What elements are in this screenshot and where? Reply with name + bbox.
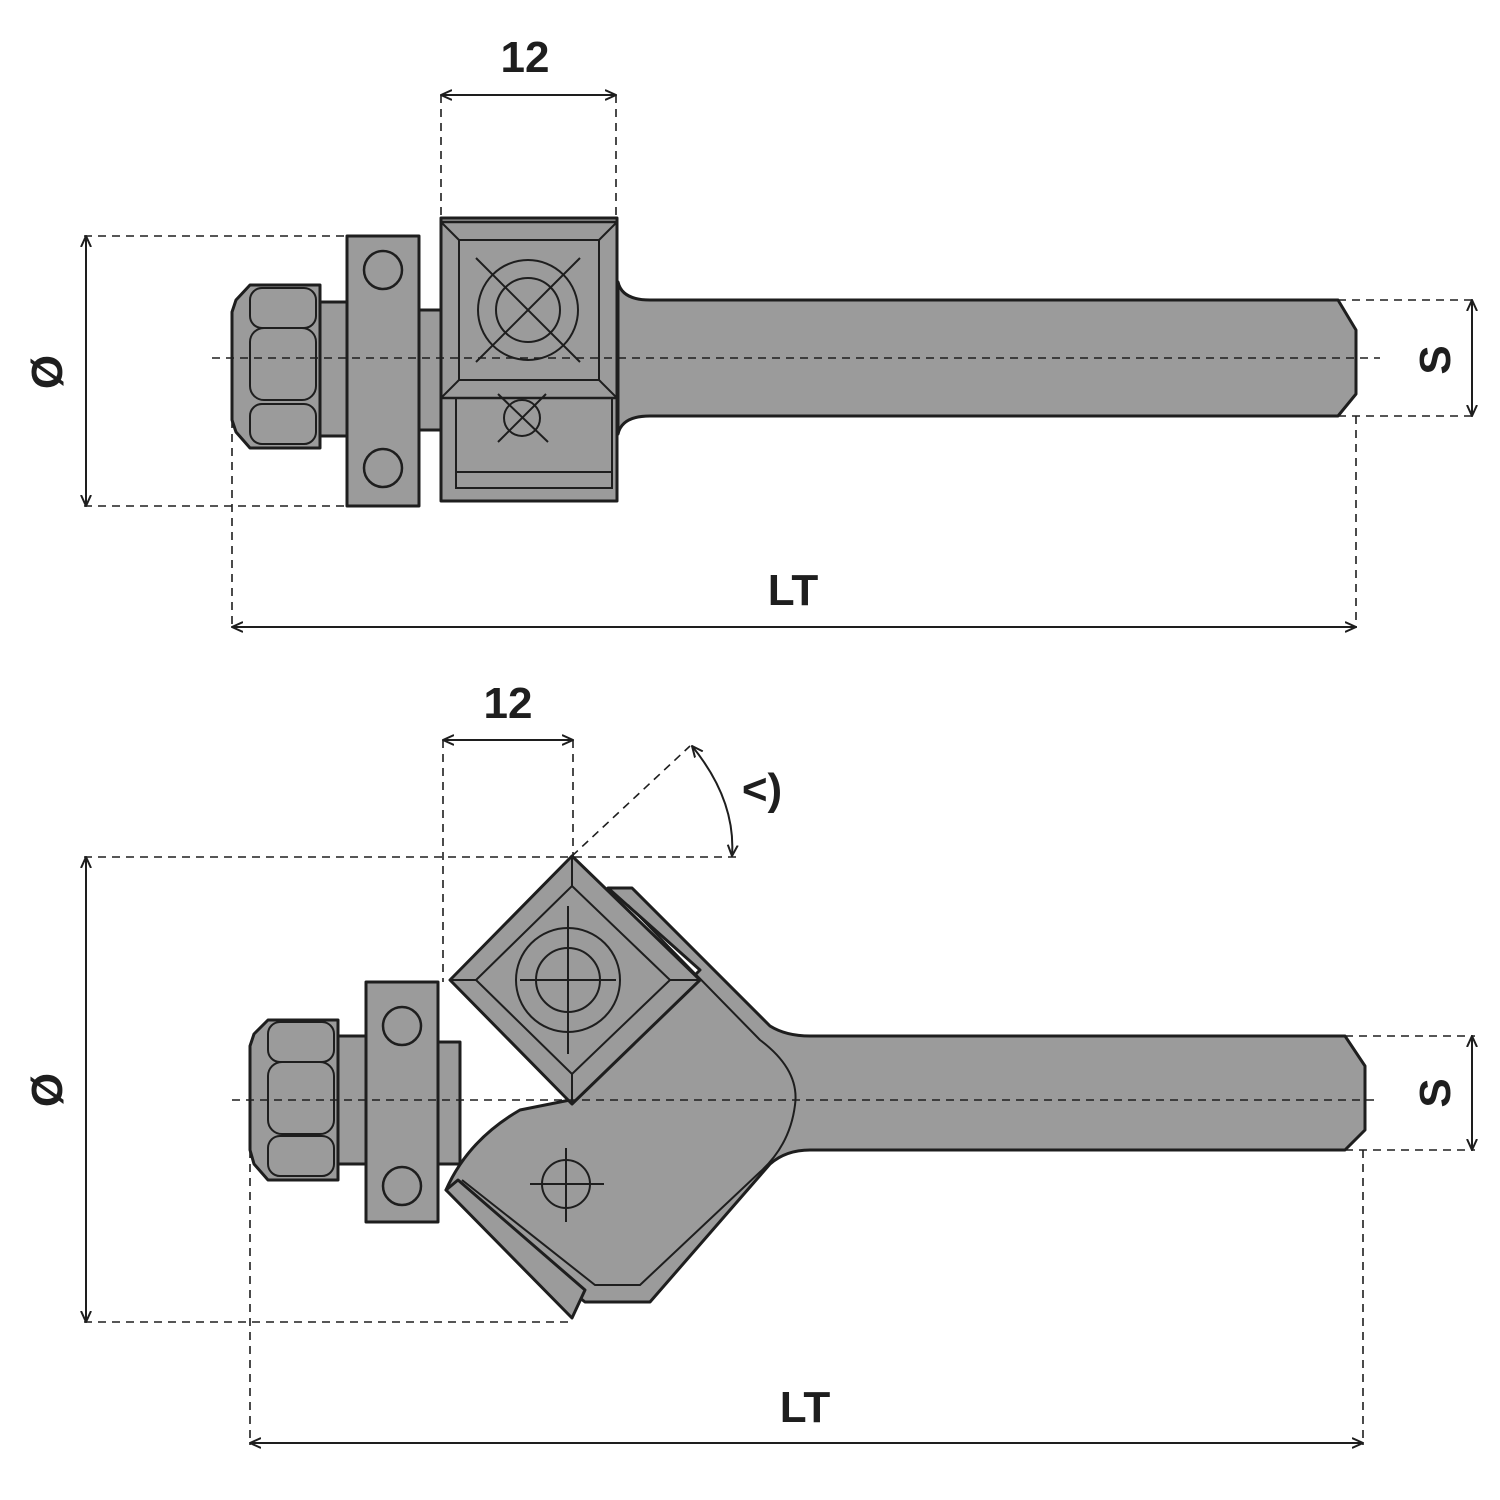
bottom-shank-label: S [1411, 1078, 1460, 1107]
top-length-label: LT [768, 566, 819, 615]
top-view: 12 Ø S LT [23, 33, 1475, 628]
top-bearing-hole-1 [362, 249, 404, 291]
top-shank-label: S [1411, 345, 1460, 374]
bottom-spacer [436, 1040, 462, 1166]
bottom-view: 12 <) Ø S LT [23, 679, 1475, 1445]
bottom-bearing [364, 980, 440, 1224]
top-spacer [417, 308, 443, 432]
bottom-bearing-hole-2 [381, 1165, 423, 1207]
bottom-width-label: 12 [484, 679, 533, 728]
top-diameter-label: Ø [23, 355, 72, 389]
bottom-diameter-label: Ø [23, 1073, 72, 1107]
top-nut [230, 283, 322, 450]
top-washer [318, 300, 349, 438]
top-insert-screw-outer [477, 259, 579, 361]
bottom-angle-label: <) [742, 765, 782, 814]
bottom-lower-edge [444, 1178, 587, 1320]
top-lower-pocket [455, 397, 613, 489]
bottom-length-label: LT [780, 1383, 831, 1432]
top-width-label: 12 [501, 33, 550, 82]
top-insert-screw-inner [495, 277, 561, 343]
bottom-bearing-hole-1 [381, 1005, 423, 1047]
top-bearing-hole-2 [362, 447, 404, 489]
top-lower-screw [503, 399, 541, 437]
top-bearing [345, 234, 421, 508]
top-insert-inner [458, 239, 600, 381]
bottom-shank-body [444, 886, 1367, 1304]
